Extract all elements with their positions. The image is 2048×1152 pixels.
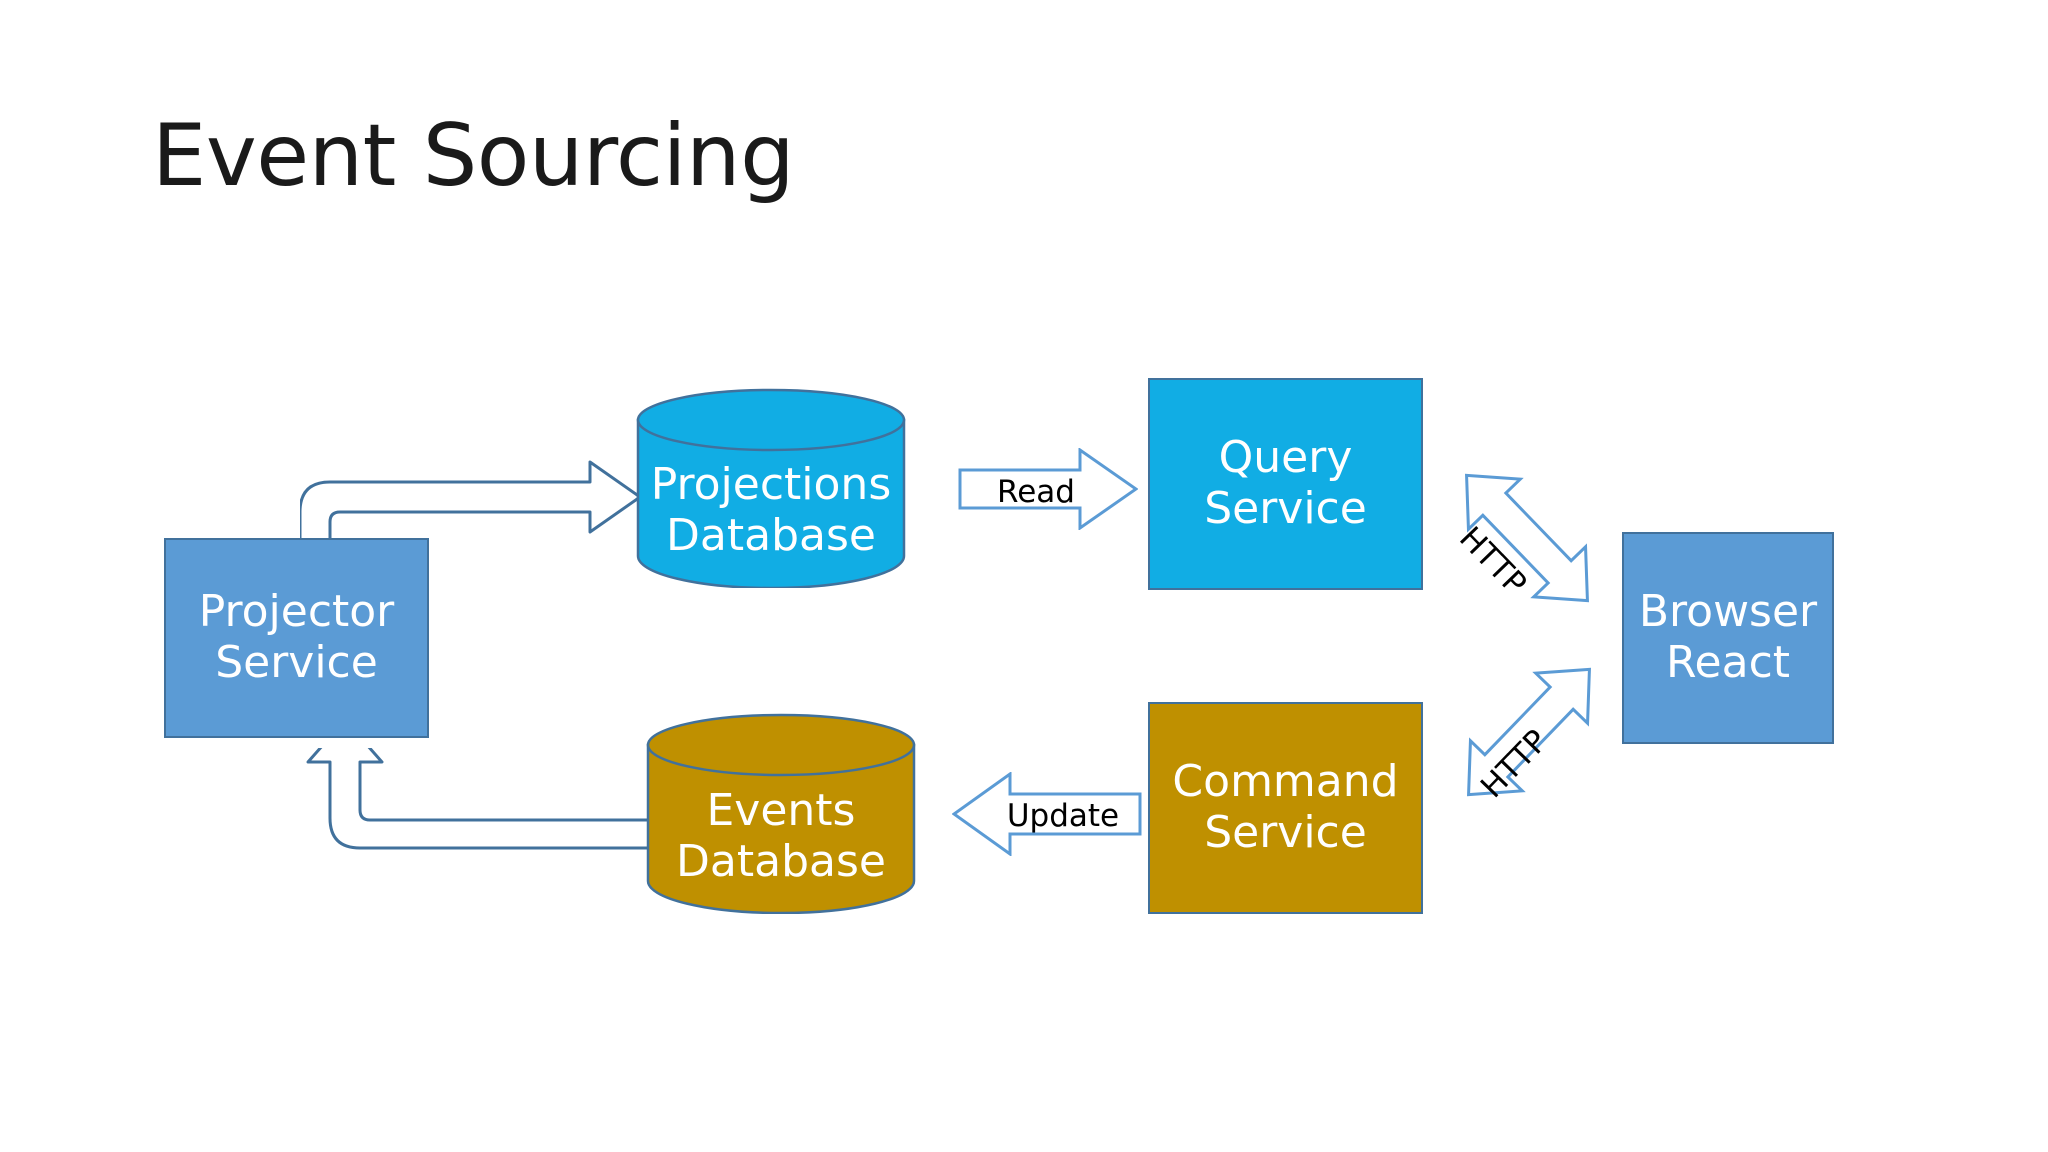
projector-service-label-line2: Service	[215, 637, 378, 688]
elbow-arrow-events-to-projector	[300, 748, 650, 868]
browser-react-label-line1: Browser	[1638, 586, 1818, 638]
projector-service-label-line1: Projector	[198, 586, 395, 638]
command-service-label-line1: Command	[1172, 756, 1399, 808]
node-events-database[interactable]: Events Database	[646, 712, 916, 914]
elbow-arrow-projector-to-projections	[300, 440, 650, 550]
page-title: Event Sourcing	[152, 106, 795, 206]
update-arrow-label: Update	[1006, 798, 1120, 834]
node-browser-react[interactable]: Browser React	[1622, 532, 1834, 744]
query-service-label-line1: Query	[1218, 432, 1353, 484]
query-service-label-line2: Service	[1204, 483, 1367, 534]
connector-read-arrow: Read	[958, 448, 1138, 530]
connector-http-bottom: HTTP	[1434, 652, 1624, 812]
node-query-service[interactable]: Query Service	[1148, 378, 1423, 590]
command-service-label-line2: Service	[1204, 807, 1367, 858]
node-projections-database[interactable]: Projections Database	[636, 388, 906, 588]
browser-react-label-line2: React	[1665, 637, 1791, 688]
connector-update-arrow: Update	[952, 772, 1142, 856]
node-command-service[interactable]: Command Service	[1148, 702, 1423, 914]
connector-http-top: HTTP	[1432, 462, 1622, 614]
node-projector-service[interactable]: Projector Service	[164, 538, 429, 738]
read-arrow-label: Read	[997, 474, 1075, 510]
